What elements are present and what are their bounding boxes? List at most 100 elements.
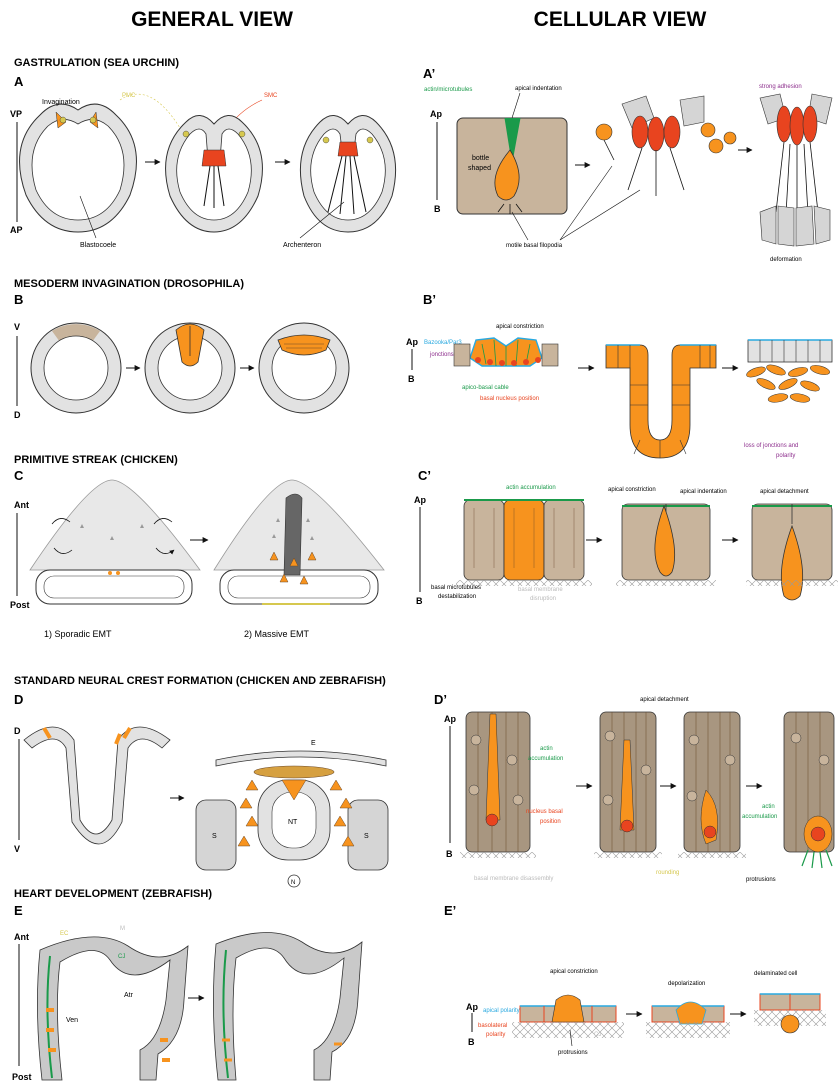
neuroepithelium-d4 bbox=[784, 712, 834, 868]
axis2c-ap-label: Ap bbox=[414, 495, 426, 505]
drosophila-embryo-1 bbox=[31, 323, 121, 413]
epithelial-cells-c1 bbox=[456, 500, 592, 586]
somite-left-label: S bbox=[212, 833, 217, 840]
m-label: M bbox=[120, 926, 125, 932]
panel-c-general: PRIMITIVE STREAK (CHICKEN) C Ant Post 1)… bbox=[10, 454, 384, 639]
panel-e-title: HEART DEVELOPMENT (ZEBRAFISH) bbox=[14, 888, 212, 900]
basal-mt-label-2: destabilization bbox=[438, 594, 476, 600]
actin-acc-label: actin accumulation bbox=[506, 485, 556, 491]
panel-c-cellular: C’ Ap B actin accumulation basal microtu… bbox=[414, 468, 838, 606]
apical-constriction-c-label: apical constriction bbox=[608, 487, 656, 493]
actin-mt-label: actin/microtubules bbox=[424, 87, 472, 93]
axis-e-ant-label: Ant bbox=[14, 932, 29, 942]
actin-label-4: accumulation bbox=[742, 814, 777, 820]
massive-emt-label: 2) Massive EMT bbox=[244, 629, 310, 639]
axis2b-b-label: B bbox=[408, 374, 415, 384]
axis2c-b-label: B bbox=[416, 596, 423, 606]
blastula-embryo bbox=[20, 104, 137, 232]
panel-b-general: MESODERM INVAGINATION (DROSOPHILA) B V D bbox=[14, 278, 349, 420]
pmc-label: PMC bbox=[122, 93, 136, 99]
basolateral-label-1: basolateral bbox=[478, 1023, 507, 1029]
panel-d-general: STANDARD NEURAL CREST FORMATION (CHICKEN… bbox=[14, 675, 388, 887]
basal-mem-label-2: disruption bbox=[530, 596, 556, 602]
axis-v-bottom-label: V bbox=[14, 844, 20, 854]
apical-indentation-c-label: apical indentation bbox=[680, 489, 727, 495]
actin-label-1: actin bbox=[540, 746, 553, 752]
drosophila-embryo-3 bbox=[259, 323, 349, 413]
invagination-label: Invagination bbox=[42, 99, 80, 106]
nucleus-label-2: position bbox=[540, 819, 561, 825]
neuroepithelium-d2 bbox=[594, 712, 662, 858]
panel-b-cellular: B’ Ap B Bazooka/Par3 jonctions apical co… bbox=[406, 292, 832, 459]
panel-a-cellular: A’ Ap B actin/microtubules apical indent… bbox=[423, 66, 832, 263]
bottle-label-1: bottle bbox=[472, 155, 489, 162]
panel-b2-letter: B’ bbox=[423, 292, 436, 307]
strong-adhesion-label: strong adhesion bbox=[759, 84, 802, 90]
protrusions-e-label: protrusions bbox=[558, 1050, 588, 1056]
epithelial-cells-c3 bbox=[746, 504, 838, 600]
actin-label-2: accumulation bbox=[528, 756, 563, 762]
apical-detachment-c-label: apical detachment bbox=[760, 489, 809, 495]
neuroepithelium-d1 bbox=[460, 712, 536, 858]
axis-v-label: V bbox=[14, 322, 20, 332]
filopodia-leader-1 bbox=[560, 166, 612, 240]
actin-label-3: actin bbox=[762, 804, 775, 810]
neural-tube-label: NT bbox=[288, 819, 298, 826]
apico-basal-label: apico-basal cable bbox=[462, 385, 509, 391]
archenteron-label: Archenteron bbox=[283, 242, 321, 249]
drosophila-embryo-2 bbox=[145, 323, 235, 413]
ec-label: EC bbox=[60, 931, 69, 937]
ven-label: Ven bbox=[66, 1017, 78, 1024]
ectoderm-label: E bbox=[311, 740, 316, 747]
panel-c2-letter: C’ bbox=[418, 468, 431, 483]
panel-e-general: HEART DEVELOPMENT (ZEBRAFISH) E Ant Post… bbox=[12, 888, 362, 1082]
delaminated-cell-label: delaminated cell bbox=[754, 971, 797, 977]
depolarized-mesoderm bbox=[745, 340, 832, 404]
filopodia-leader-3 bbox=[512, 212, 528, 240]
axis2d-b-label: B bbox=[446, 849, 453, 859]
axis2e-b-label: B bbox=[468, 1037, 475, 1047]
panel-b-letter: B bbox=[14, 292, 23, 307]
cellular-view-header: CELLULAR VIEW bbox=[534, 8, 707, 31]
loss-label-1: loss of jonctions and bbox=[744, 443, 798, 449]
early-gastrula-embryo bbox=[166, 115, 263, 232]
axis-post-label: Post bbox=[10, 600, 30, 610]
sporadic-emt-label: 1) Sporadic EMT bbox=[44, 629, 112, 639]
endocardium-e2 bbox=[646, 1002, 730, 1038]
panel-b-title: MESODERM INVAGINATION (DROSOPHILA) bbox=[14, 278, 244, 290]
neuroepithelium-d3 bbox=[678, 712, 746, 858]
blastocoele-label: Blastocoele bbox=[80, 242, 116, 249]
attached-smc-cells bbox=[760, 94, 832, 246]
endocardium-e1 bbox=[512, 995, 624, 1038]
notochord-label: N bbox=[291, 880, 295, 886]
panel-e2-letter: E’ bbox=[444, 903, 456, 918]
basal-disassembly-label: basal membrane disassembly bbox=[474, 876, 553, 882]
protrusions-d-label: protrusions bbox=[746, 877, 776, 883]
panel-a-general: GASTRULATION (SEA URCHIN) A VP AP Invagi… bbox=[10, 57, 396, 249]
basolateral-label-2: polarity bbox=[486, 1032, 505, 1038]
axis-ant-label: Ant bbox=[14, 500, 29, 510]
chick-embryo-sporadic bbox=[30, 480, 200, 604]
panel-d-title: STANDARD NEURAL CREST FORMATION (CHICKEN… bbox=[14, 675, 386, 687]
panel-c-letter: C bbox=[14, 468, 24, 483]
axis-ap-label: AP bbox=[10, 225, 23, 235]
panel-a-letter: A bbox=[14, 74, 24, 89]
axis-d-label: D bbox=[14, 410, 21, 420]
migrating-pmc-cells bbox=[596, 96, 736, 196]
axis2d-ap-label: Ap bbox=[444, 714, 456, 724]
somite-right-label: S bbox=[364, 833, 369, 840]
panel-a2-letter: A’ bbox=[423, 66, 435, 81]
endocardium-e3 bbox=[754, 994, 826, 1033]
late-gastrula-embryo bbox=[300, 115, 395, 232]
panel-d-cellular: D’ Ap B apical detachment actin accumula… bbox=[434, 692, 834, 883]
basal-nucleus-label: basal nucleus position bbox=[480, 396, 539, 402]
apical-polarity-label: apical polarity bbox=[483, 1008, 520, 1014]
pmc-leader bbox=[120, 94, 180, 128]
axis2e-ap-label: Ap bbox=[466, 1002, 478, 1012]
apical-constriction-label: apical constriction bbox=[496, 324, 544, 330]
constricting-epithelium bbox=[454, 338, 558, 366]
axis2b-ap-label: Ap bbox=[406, 337, 418, 347]
panel-c-title: PRIMITIVE STREAK (CHICKEN) bbox=[14, 454, 178, 466]
heart-tube-2 bbox=[213, 932, 362, 1080]
